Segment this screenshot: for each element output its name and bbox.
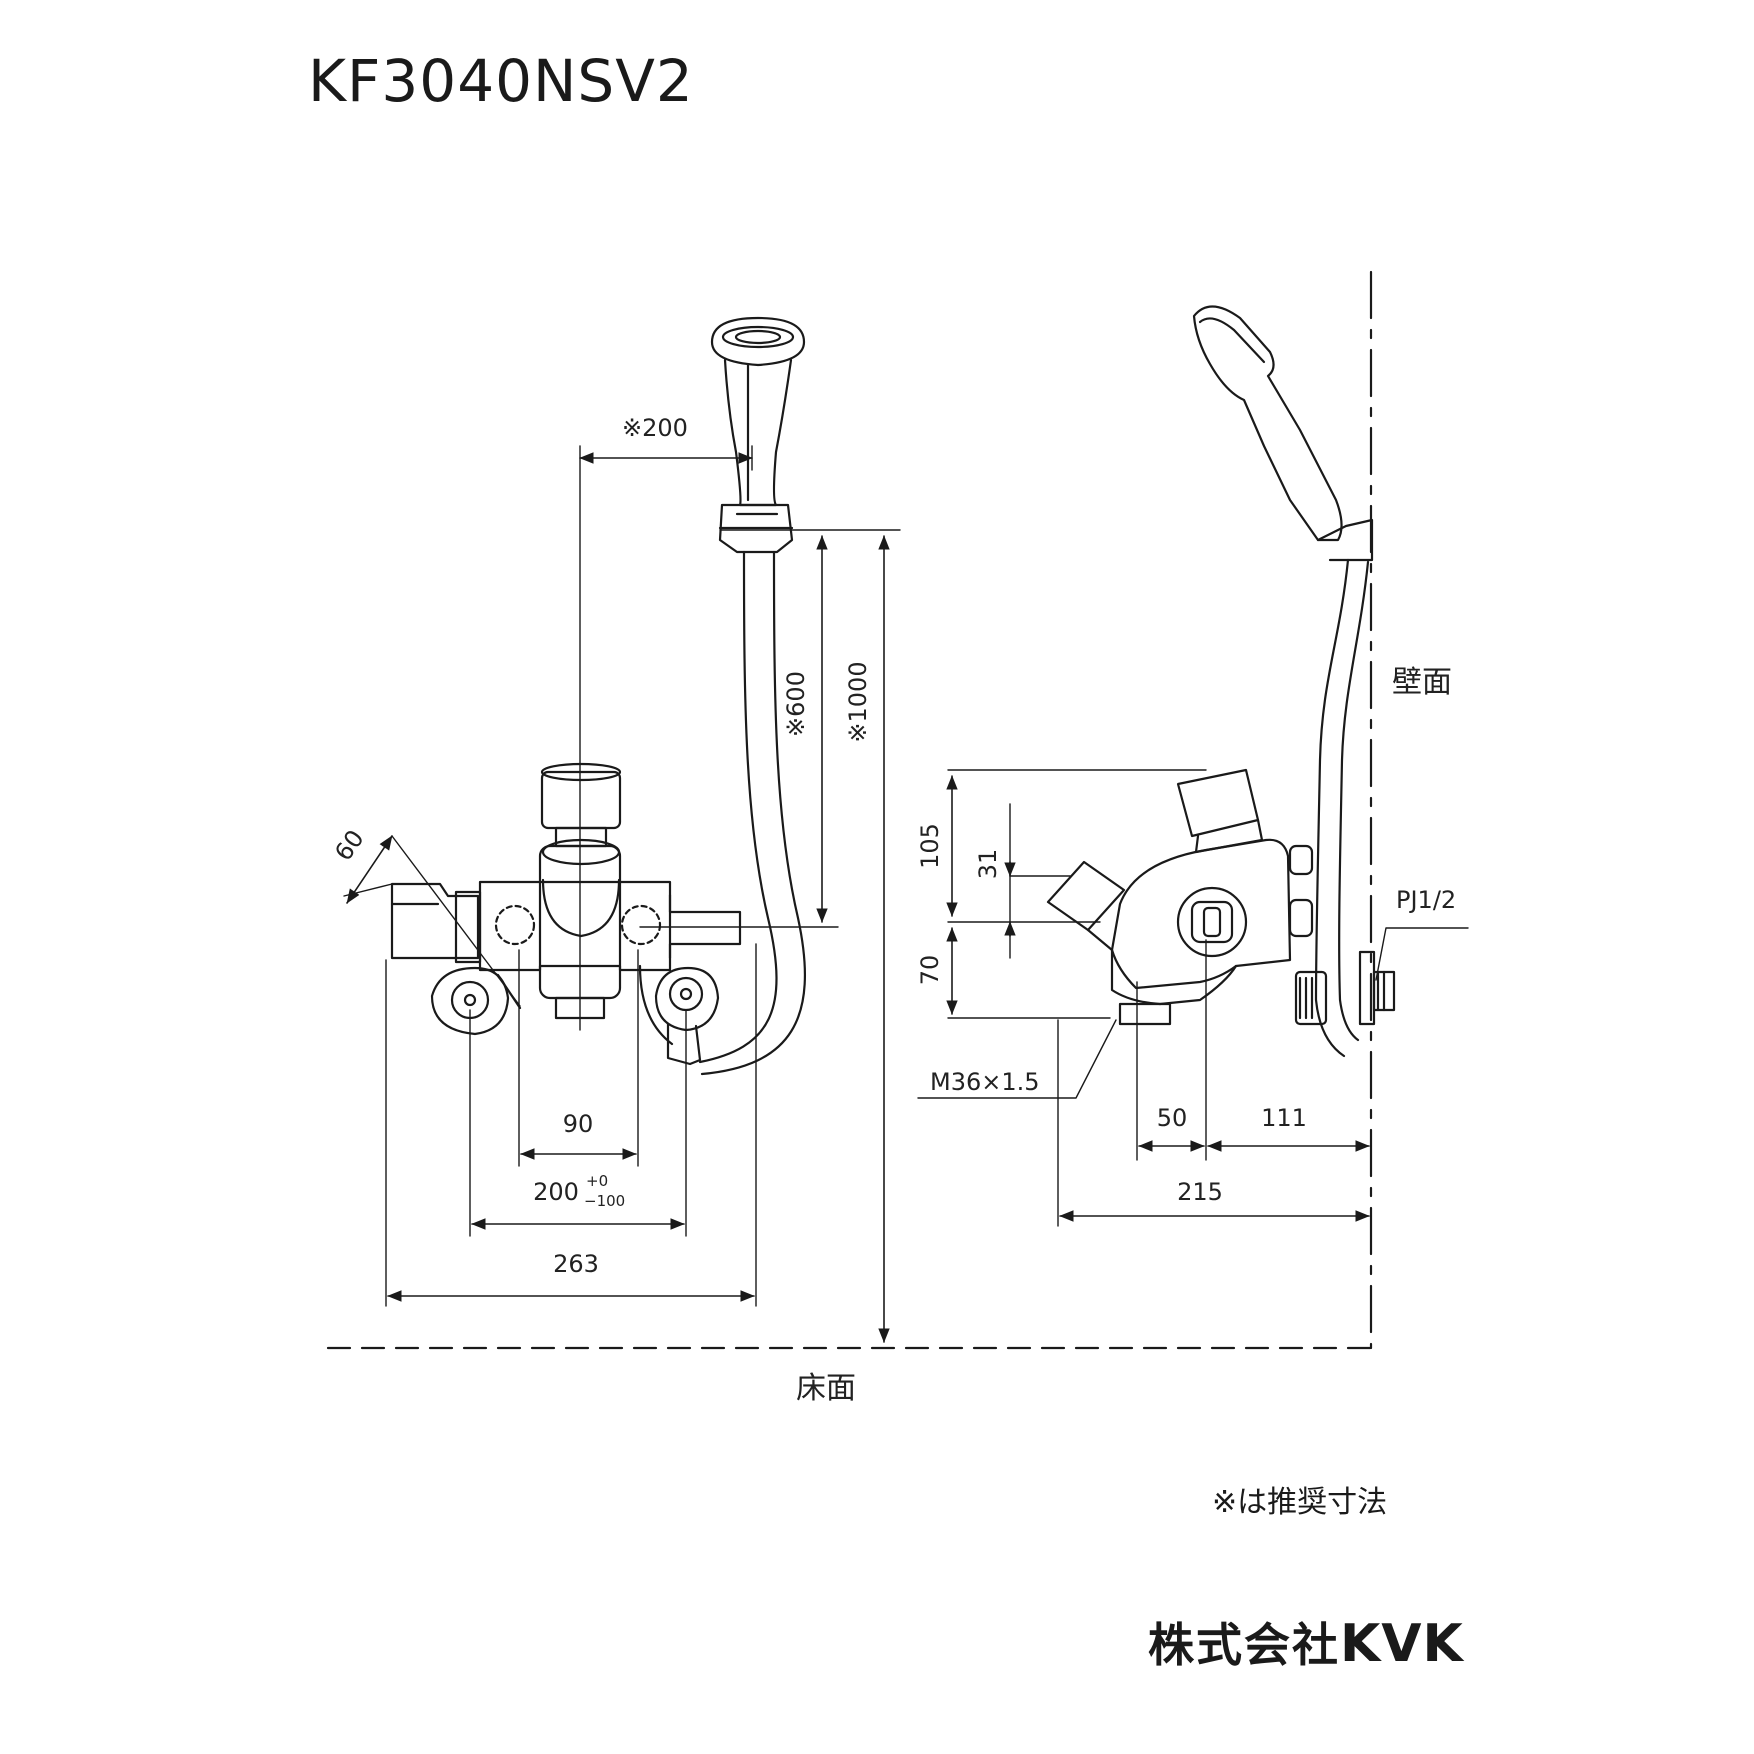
recommended-dimension-note: ※は推奨寸法 (1212, 1485, 1388, 1520)
side-view (917, 305, 1469, 1227)
dim-60-arrow (346, 835, 393, 904)
dim-200-tol-plus: +0 (586, 1172, 608, 1190)
page-title: KF3040NSV2 (308, 47, 694, 115)
dim-105-label: 105 (916, 823, 944, 869)
front-eccentric-legs (430, 964, 720, 1066)
side-shower-head (1192, 305, 1374, 562)
connection-label: PJ1/2 (1396, 886, 1456, 914)
dim-holder-height-label: ※600 (782, 671, 810, 737)
front-top-knob (540, 762, 622, 848)
front-shower-holder (718, 503, 794, 554)
dim-50-label: 50 (1157, 1104, 1188, 1132)
dim-total-height-label: ※1000 (844, 661, 872, 742)
front-thermo-handle (390, 882, 482, 964)
front-view (343, 316, 901, 1343)
brand-logo: 株式会社KVK (1148, 1618, 1464, 1670)
dim-90-label: 90 (563, 1110, 594, 1138)
front-hose (698, 550, 806, 1076)
dim-70-label: 70 (916, 955, 944, 986)
dim-111-label: 111 (1261, 1104, 1307, 1132)
dim-200-tol-minus: −100 (584, 1192, 625, 1210)
floor-label: 床面 (796, 1371, 856, 1406)
brand-name-jp: 株式会社 (1148, 1618, 1340, 1672)
brand-name-en: KVK (1340, 1614, 1464, 1674)
wall-label: 壁面 (1392, 665, 1452, 700)
dim-60-label: 60 (329, 825, 369, 866)
connection-leader (1375, 927, 1469, 981)
side-valve-body (1046, 838, 1396, 1026)
thread-leader (917, 1019, 1117, 1099)
dim-215-label: 215 (1177, 1178, 1223, 1206)
dim-200-label: 200 (533, 1178, 579, 1206)
dim-hose-offset-label: ※200 (622, 414, 688, 442)
side-hose (1314, 558, 1370, 1058)
side-top-knob (1176, 768, 1264, 854)
thread-label: M36×1.5 (930, 1068, 1040, 1096)
dim-31-label: 31 (974, 849, 1002, 880)
dim-263-label: 263 (553, 1250, 599, 1278)
front-shower-head (710, 316, 806, 507)
